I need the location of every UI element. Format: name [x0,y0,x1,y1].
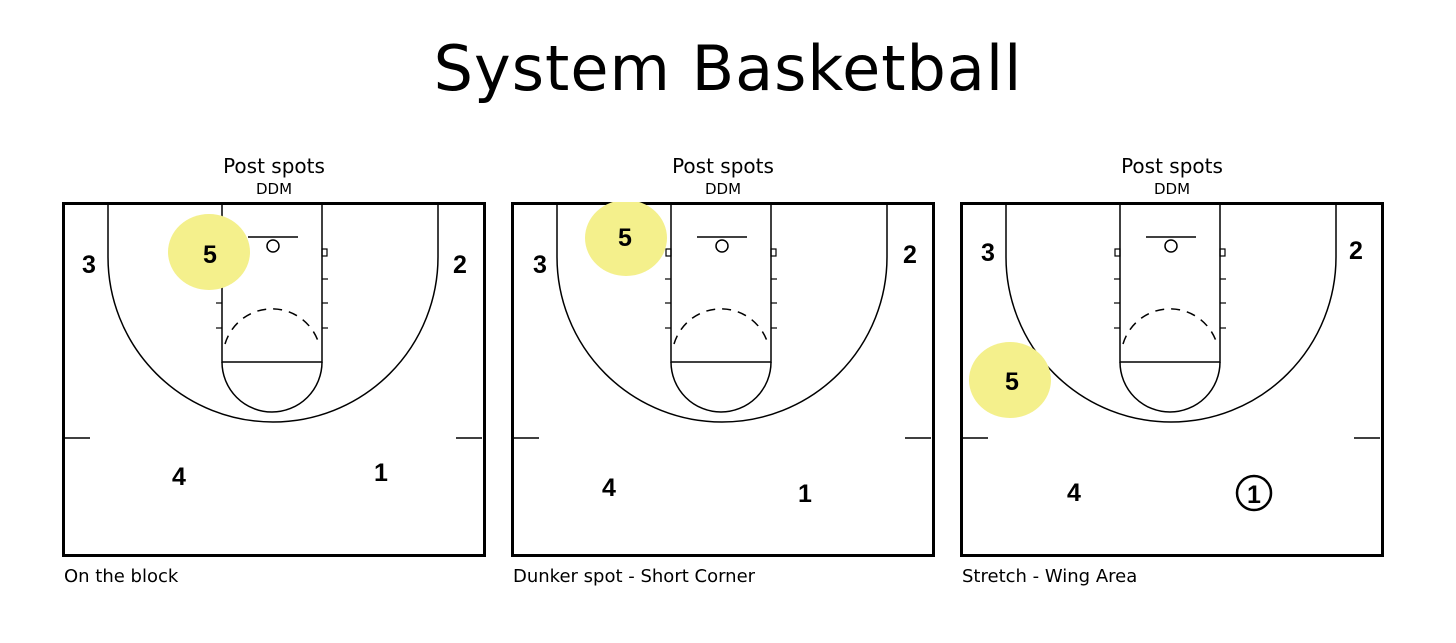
restricted-area-arc [224,308,320,345]
player-marker: 5 [1005,368,1019,396]
panel-title: Post spots [672,154,774,178]
player-marker: 1 [798,480,812,508]
player-ball-circle [1235,474,1273,512]
court-lines [960,202,1384,557]
lane-block [770,248,777,257]
rim [266,239,280,253]
panel-title: Post spots [1121,154,1223,178]
lane-block [321,248,328,257]
court-lines [511,202,935,557]
player-marker: 4 [602,474,616,502]
panel-caption: On the block [64,566,179,587]
paint-lane [1119,204,1221,363]
three-point-line [556,204,888,423]
player-marker: 3 [82,251,96,279]
player-marker: 5 [203,241,217,269]
panel-subtitle: DDM [1153,180,1191,198]
rim [715,239,729,253]
main-title: System Basketball [433,32,1023,105]
rim [1164,239,1178,253]
free-throw-circle [670,361,772,413]
free-throw-circle [1119,361,1221,413]
player-marker: 2 [453,251,467,279]
restricted-area-arc [1122,308,1218,345]
panel-caption: Stretch - Wing Area [962,566,1138,587]
player-marker: 5 [618,224,632,252]
panel-caption: Dunker spot - Short Corner [513,566,756,587]
player-marker: 2 [1349,237,1363,265]
player-marker: 3 [981,239,995,267]
three-point-line [107,204,439,423]
panel-subtitle: DDM [704,180,742,198]
court-boundary [62,202,486,557]
free-throw-circle [221,361,323,413]
restricted-area-arc [673,308,769,345]
court-lines [62,202,486,557]
half-court-diagram: 3 5 2 4 1 [511,202,935,557]
player-marker: 1 [1247,481,1261,509]
player-marker: 3 [533,251,547,279]
highlight-circle [168,214,250,290]
half-court-diagram: 3 5 2 4 1 [960,202,1384,557]
half-court-diagram: 3 5 2 4 1 [62,202,486,557]
panel-subtitle: DDM [255,180,293,198]
court-boundary [960,202,1384,557]
lane-block [1219,248,1226,257]
paint-lane [670,204,772,363]
player-marker: 4 [172,463,186,491]
player-marker: 4 [1067,479,1081,507]
player-marker: 2 [903,241,917,269]
lane-block [665,248,672,257]
court-boundary [511,202,935,557]
three-point-line [1005,204,1337,423]
highlight-circle [585,202,667,276]
lane-block [1114,248,1121,257]
player-marker: 1 [374,459,388,487]
highlight-circle [969,342,1051,418]
panel-title: Post spots [223,154,325,178]
